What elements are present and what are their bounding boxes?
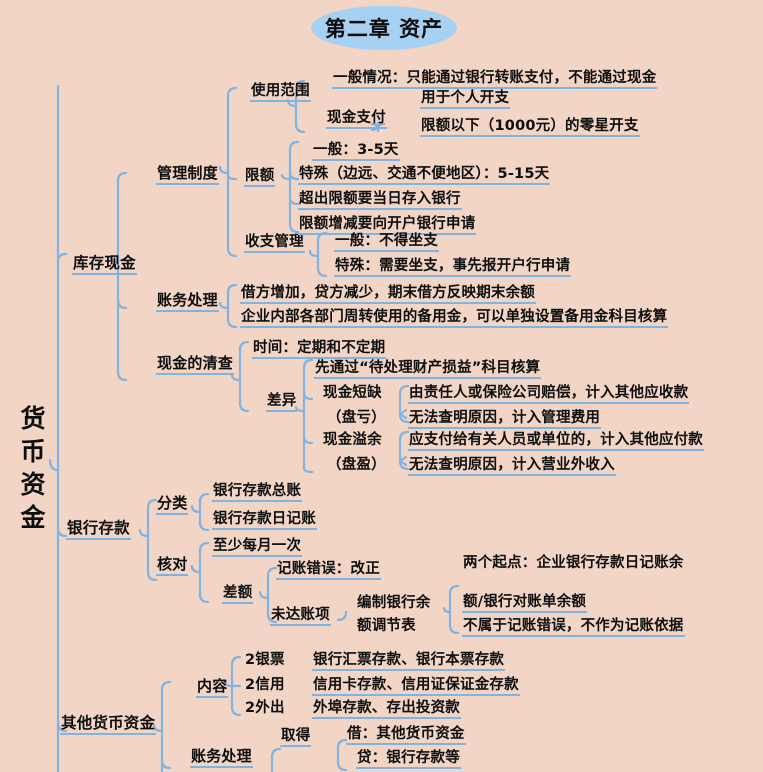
node-cash-overage[interactable]: 现金溢余 xyxy=(323,432,382,448)
leaf-reconciliation-statement-line1[interactable]: 编制银行余 xyxy=(357,595,431,611)
node-bank-deposit[interactable]: 银行存款 xyxy=(66,519,131,541)
node-cash-shortage[interactable]: 现金短缺 xyxy=(323,385,382,401)
page-title-badge: 第二章 资产 xyxy=(311,6,457,50)
root-char-2: 币 xyxy=(20,437,46,466)
leaf-booking-error[interactable]: 记账错误：改正 xyxy=(276,561,381,581)
leaf-shortage-unknown[interactable]: 无法查明原因，计入管理费用 xyxy=(408,410,602,430)
leaf-two-starting-points-line1[interactable]: 两个起点：企业银行存款日记账余 xyxy=(463,555,684,571)
leaf-monthly-frequency[interactable]: 至少每月一次 xyxy=(212,538,303,558)
leaf-bank-journal[interactable]: 银行存款日记账 xyxy=(212,511,317,531)
leaf-debit-credit-rule[interactable]: 借方增加，贷方减少，期末借方反映期末余额 xyxy=(240,285,536,305)
leaf-quota-excess[interactable]: 超出限额要当日存入银行 xyxy=(298,191,462,211)
node-cash-overage-sub[interactable]: （盘盈） xyxy=(327,457,386,473)
leaf-overage-payable[interactable]: 应支付给有关人员或单位的，计入其他应付款 xyxy=(408,432,704,452)
node-other-content[interactable]: 内容 xyxy=(196,678,229,698)
node-cash-count[interactable]: 现金的清查 xyxy=(156,355,235,375)
leaf-reconciliation-statement-line2[interactable]: 额调节表 xyxy=(357,618,416,634)
node-scope-of-use[interactable]: 使用范围 xyxy=(250,83,311,103)
root-node-monetary-funds[interactable]: 货 币 资 金 xyxy=(16,402,50,534)
leaf-general-case-line2[interactable]: 用于个人开支 xyxy=(420,90,511,110)
root-char-3: 资 xyxy=(20,470,46,499)
leaf-content-key-credit[interactable]: 2信用 xyxy=(245,677,285,693)
leaf-content-value-outbound[interactable]: 外埠存款、存出投资款 xyxy=(312,700,461,720)
node-cash-payment[interactable]: 现金支付 xyxy=(326,110,387,130)
leaf-no-direct-payment[interactable]: 一般：不得坐支 xyxy=(334,233,439,253)
leaf-not-booking-error-note[interactable]: 不属于记账错误，不作为记账依据 xyxy=(462,618,685,638)
page-title: 第二章 资产 xyxy=(324,17,444,41)
node-other-monetary-funds[interactable]: 其他货币资金 xyxy=(60,714,157,736)
node-other-accounting[interactable]: 账务处理 xyxy=(190,748,253,768)
node-difference[interactable]: 差异 xyxy=(266,393,298,413)
node-management-system[interactable]: 管理制度 xyxy=(156,165,219,185)
leaf-credit-bank-deposit[interactable]: 贷：银行存款等 xyxy=(356,750,461,770)
leaf-bank-general-ledger[interactable]: 银行存款总账 xyxy=(212,483,303,503)
node-quota[interactable]: 限额 xyxy=(244,168,276,188)
leaf-content-key-outbound[interactable]: 2外出 xyxy=(245,700,285,716)
node-classification[interactable]: 分类 xyxy=(156,495,189,515)
node-cash-shortage-sub[interactable]: （盘亏） xyxy=(327,410,386,426)
leaf-quota-general[interactable]: 一般：3-5天 xyxy=(312,142,400,162)
node-reconciliation[interactable]: 核对 xyxy=(156,556,189,576)
leaf-content-value-credit[interactable]: 信用卡存款、信用证保证金存款 xyxy=(312,677,520,697)
leaf-content-value-banknote[interactable]: 银行汇票存款、银行本票存款 xyxy=(312,652,506,672)
node-cash-on-hand[interactable]: 库存现金 xyxy=(72,254,137,276)
leaf-two-starting-points-line2[interactable]: 额/银行对账单余额 xyxy=(462,594,588,614)
leaf-petty-cash-account[interactable]: 企业内部各部门周转使用的备用金，可以单独设置备用金科目核算 xyxy=(240,309,669,329)
leaf-cash-payment-detail[interactable]: 限额以下（1000元）的零星开支 xyxy=(420,118,640,138)
root-char-1: 货 xyxy=(20,404,46,433)
node-receipt-payment-management[interactable]: 收支管理 xyxy=(244,234,305,254)
leaf-count-time[interactable]: 时间：定期和不定期 xyxy=(252,340,387,360)
leaf-special-direct-payment[interactable]: 特殊：需要坐支，事先报开户行申请 xyxy=(334,258,572,278)
leaf-pending-property-loss[interactable]: 先通过“待处理财产损益”科目核算 xyxy=(314,360,542,380)
node-cash-accounting[interactable]: 账务处理 xyxy=(156,292,219,312)
leaf-overage-unknown[interactable]: 无法查明原因，计入营业外收入 xyxy=(408,457,616,477)
leaf-debit-other-monetary[interactable]: 借：其他货币资金 xyxy=(346,726,466,746)
node-outstanding-items[interactable]: 未达账项 xyxy=(270,607,331,627)
leaf-shortage-compensation[interactable]: 由责任人或保险公司赔偿，计入其他应收款 xyxy=(408,385,690,405)
leaf-general-case-line1[interactable]: 一般情况：只能通过银行转账支付，不能通过现金 xyxy=(332,70,658,90)
leaf-quota-special[interactable]: 特殊（边远、交通不便地区）：5-15天 xyxy=(298,166,551,186)
leaf-content-key-banknote[interactable]: 2银票 xyxy=(245,652,285,668)
node-acquire[interactable]: 取得 xyxy=(280,728,312,748)
root-char-4: 金 xyxy=(20,503,46,532)
leaf-quota-change-apply[interactable]: 限额增减要向开户银行申请 xyxy=(298,216,477,236)
node-balance-difference[interactable]: 差额 xyxy=(222,585,254,605)
